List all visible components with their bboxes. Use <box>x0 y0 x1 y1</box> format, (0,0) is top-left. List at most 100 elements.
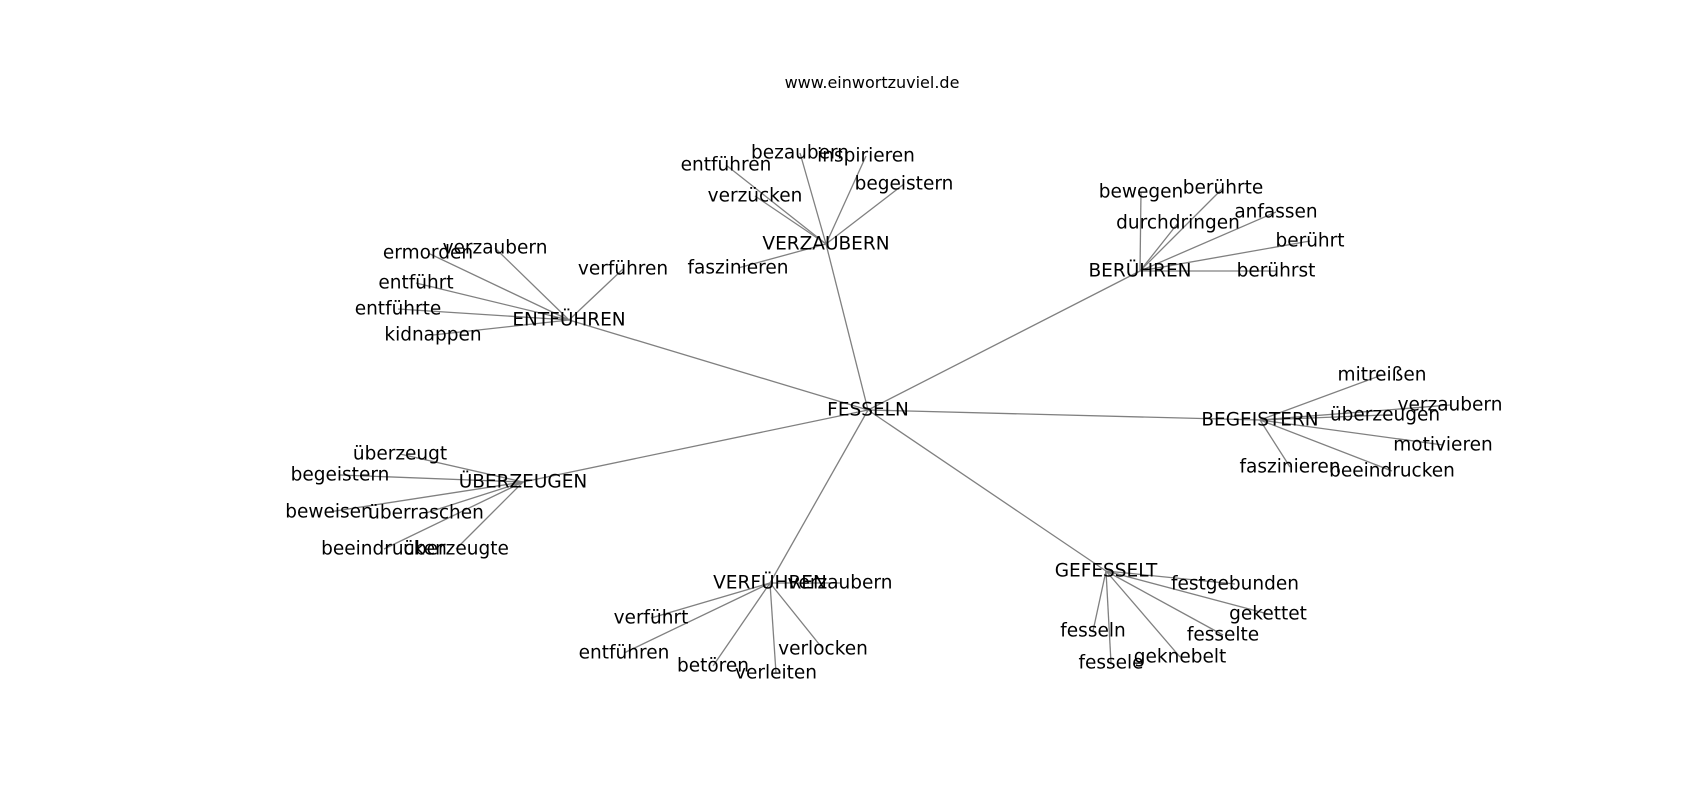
hub-node-label: VERZAUBERN <box>762 234 889 255</box>
word-node-label: verzaubern <box>1398 395 1503 416</box>
word-node-label: fesseln <box>1060 621 1125 642</box>
center-node-label: FESSELN <box>827 400 909 421</box>
edge-hub-to-word <box>1259 419 1291 468</box>
edge-hub-to-word <box>769 582 777 674</box>
word-node-label: mitreißen <box>1338 365 1427 386</box>
edge-center-to-hub <box>867 409 1107 572</box>
word-node-label: berührte <box>1183 178 1263 199</box>
word-node-label: überraschen <box>368 503 484 524</box>
word-node-label: betören <box>677 656 749 677</box>
edge-hub-to-word <box>754 195 827 245</box>
word-node-label: begeistern <box>291 465 390 486</box>
word-node-label: anfassen <box>1234 202 1317 223</box>
word-node-label: verlocken <box>778 639 868 660</box>
word-node-label: geknebelt <box>1134 647 1226 668</box>
edge-hub-to-word <box>1139 240 1311 272</box>
word-node-label: ermorden <box>383 243 473 264</box>
edge-hub-to-word <box>623 582 771 654</box>
edge-hub-to-word <box>328 481 524 513</box>
word-node-label: beweisen <box>285 502 373 523</box>
word-node-label: durchdringen <box>1116 213 1240 234</box>
edge-hub-to-word <box>737 243 827 269</box>
edge-hub-to-word <box>1139 222 1179 272</box>
graph-edges <box>328 152 1451 674</box>
edge-hub-to-word <box>339 474 524 483</box>
word-node-label: festgebunden <box>1171 574 1299 595</box>
word-node-label: bewegen <box>1099 182 1184 203</box>
edge-hub-to-word <box>427 252 570 321</box>
word-node-label: faszinieren <box>688 258 789 279</box>
edge-hub-to-word <box>712 582 771 667</box>
word-node-label: verleiten <box>735 663 817 684</box>
edge-hub-to-word <box>399 453 524 483</box>
edge-hub-to-word <box>1259 374 1383 421</box>
edge-hub-to-word <box>1259 404 1451 421</box>
edge-center-to-hub <box>825 243 869 411</box>
word-node-label: faszinieren <box>1240 457 1341 478</box>
word-node-label: verzaubern <box>788 573 893 594</box>
edge-hub-to-word <box>1259 419 1393 472</box>
edge-center-to-hub <box>867 409 1261 421</box>
word-node-label: verführt <box>614 608 689 629</box>
edge-hub-to-word <box>383 481 524 550</box>
edge-hub-to-word <box>415 282 570 321</box>
edge-hub-to-word <box>769 582 824 650</box>
edge-hub-to-word <box>432 319 570 336</box>
edge-hub-to-word <box>1105 570 1236 585</box>
word-node-label: entführen <box>579 643 670 664</box>
edge-hub-to-word <box>455 481 524 550</box>
word-node-label: entführen <box>681 155 772 176</box>
edge-center-to-hub <box>867 270 1141 411</box>
word-node-label: verzaubern <box>443 238 548 259</box>
edge-hub-to-word <box>1105 570 1112 664</box>
hub-node-label: ÜBERZEUGEN <box>459 471 588 493</box>
word-node-label: beeindrucken <box>321 539 447 560</box>
word-node-label: bezaubern <box>751 143 849 164</box>
word-node-label: beeindrucken <box>1329 461 1455 482</box>
hub-node-label: BERÜHREN <box>1088 260 1191 282</box>
word-node-label: verführen <box>578 259 668 280</box>
word-node-label: motivieren <box>1393 435 1493 456</box>
edge-hub-to-word <box>650 582 771 619</box>
hub-node-label: ENTFÜHREN <box>512 309 625 331</box>
edge-hub-to-word <box>1139 191 1142 272</box>
hub-node-label: GEFESSELT <box>1055 561 1158 582</box>
hub-node-label: VERFÜHREN <box>713 572 827 594</box>
edge-hub-to-word <box>1259 414 1386 421</box>
edge-hub-to-word <box>1139 211 1277 272</box>
hub-node-label: BEGEISTERN <box>1201 410 1318 431</box>
word-node-label: entführt <box>378 273 453 294</box>
edge-center-to-hub <box>522 409 869 483</box>
word-node-label: überzeugte <box>403 539 509 560</box>
word-node-label: berührst <box>1237 261 1316 282</box>
edge-hub-to-word <box>425 481 524 514</box>
word-node-label: fessele <box>1078 653 1143 674</box>
word-node-label: berührt <box>1275 231 1344 252</box>
edge-hub-to-word <box>397 308 570 321</box>
edge-hub-to-word <box>725 164 827 245</box>
edge-hub-to-word <box>1105 570 1224 636</box>
word-node-label: entführte <box>355 299 442 320</box>
word-node-label: begeistern <box>855 174 954 195</box>
edge-hub-to-word <box>1105 570 1269 615</box>
word-node-label: überzeugt <box>353 444 447 465</box>
word-node-label: verzücken <box>708 186 803 207</box>
word-node-label: kidnappen <box>384 325 481 346</box>
edge-hub-to-word <box>1259 419 1444 446</box>
edge-hub-to-word <box>825 183 905 245</box>
word-node-label: überzeugen <box>1330 405 1440 426</box>
edge-center-to-hub <box>568 319 869 411</box>
word-node-label: fesselte <box>1187 625 1259 646</box>
edge-hub-to-word <box>1139 187 1224 272</box>
edge-hub-to-word <box>1105 570 1181 658</box>
word-node-label: gekettet <box>1229 604 1307 625</box>
edge-hub-to-word <box>494 247 570 321</box>
edge-hub-to-word <box>1092 570 1107 632</box>
word-node-label: inspirieren <box>817 146 915 167</box>
edge-hub-to-word <box>799 152 827 245</box>
site-title: www.einwortzuviel.de <box>785 73 960 92</box>
edge-hub-to-word <box>568 268 624 321</box>
edge-hub-to-word <box>825 155 867 245</box>
